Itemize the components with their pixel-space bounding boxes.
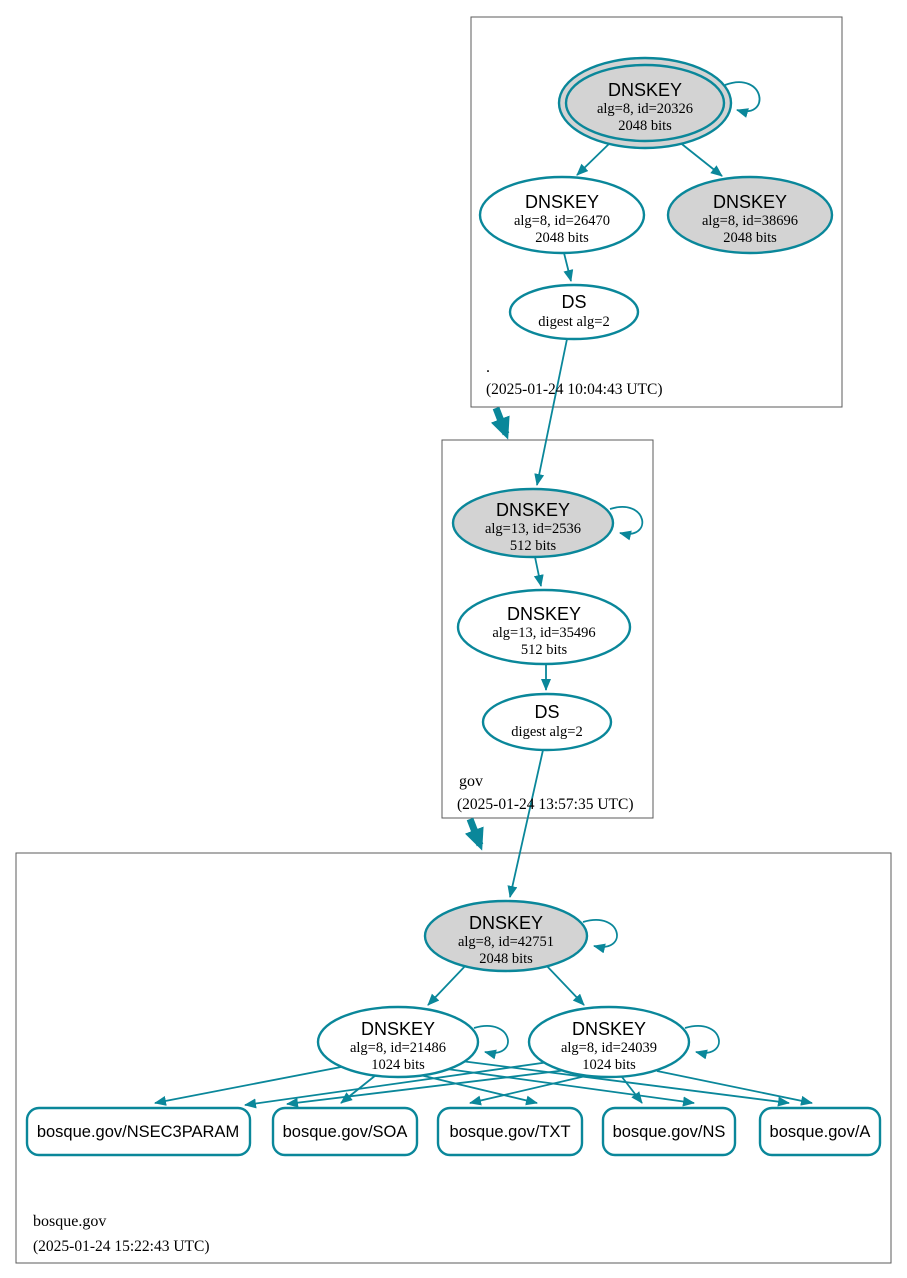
edge-bosque-zsk1-selfloop — [473, 1025, 509, 1060]
rrset-soa-label: bosque.gov/SOA — [283, 1123, 408, 1141]
rrset-nsec3param-label: bosque.gov/NSEC3PARAM — [37, 1123, 239, 1141]
zone-box-bosque-gov — [15, 852, 892, 1264]
zone-label-gov: gov — [459, 773, 483, 790]
dnskey-2536-ellipse — [451, 487, 615, 559]
dnskey-35496-detail: alg=13, id=35496 — [492, 625, 595, 641]
dnskey-24039-title: DNSKEY — [572, 1019, 646, 1039]
dnskey-node-42751[interactable]: DNSKEY alg=8, id=42751 2048 bits — [423, 899, 589, 973]
dnskey-node-20326[interactable]: DNSKEY alg=8, id=20326 2048 bits — [557, 56, 733, 150]
dnskey-38696-ellipse — [666, 175, 834, 255]
ds-gov-ellipse — [481, 692, 613, 752]
dnskey-20326-outer-ellipse — [557, 56, 733, 150]
zone-timestamp-gov: (2025-01-24 13:57:35 UTC) — [457, 796, 634, 813]
dnskey-2536-title: DNSKEY — [496, 500, 570, 520]
ds-root-ellipse — [508, 283, 640, 341]
dnskey-35496-title: DNSKEY — [507, 604, 581, 624]
dnskey-node-26470[interactable]: DNSKEY alg=8, id=26470 2048 bits — [478, 175, 646, 255]
rrset-soa-box — [271, 1106, 419, 1157]
dnskey-26470-ellipse — [478, 175, 646, 255]
rrset-txt-label: bosque.gov/TXT — [449, 1123, 570, 1141]
rrset-node-ns[interactable]: bosque.gov/NS — [601, 1106, 737, 1157]
rrset-a-box — [758, 1106, 882, 1157]
dnskey-21486-title: DNSKEY — [361, 1019, 435, 1039]
edge-delegation-root-to-gov — [490, 406, 510, 440]
edge-root-ds-to-gov-ksk — [534, 338, 568, 486]
edge-root-ksk-selfloop — [724, 81, 761, 118]
rrset-txt-box — [436, 1106, 584, 1157]
dnskey-node-38696[interactable]: DNSKEY alg=8, id=38696 2048 bits — [666, 175, 834, 255]
rrset-node-a[interactable]: bosque.gov/A — [758, 1106, 882, 1157]
edge-root-ksk-to-ksk2 — [677, 140, 723, 177]
dnskey-20326-title: DNSKEY — [608, 80, 682, 100]
dnskey-26470-title: DNSKEY — [525, 192, 599, 212]
dnskey-2536-bits: 512 bits — [510, 538, 557, 554]
edge-bosque-zsk2-selfloop — [684, 1025, 720, 1060]
rrset-nsec3param-box — [25, 1106, 252, 1157]
edge-gov-ksk-selfloop — [609, 506, 644, 541]
zone-label-bosque-gov: bosque.gov — [33, 1213, 106, 1230]
edge-zsk1-to-ns — [446, 1068, 695, 1107]
dnskey-35496-bits: 512 bits — [521, 642, 568, 658]
dnskey-35496-ellipse — [456, 588, 632, 666]
zone-box-root — [470, 16, 843, 408]
edge-zsk2-to-ns — [621, 1076, 643, 1104]
dnskey-2536-detail: alg=13, id=2536 — [485, 521, 581, 537]
dnskey-21486-bits: 1024 bits — [371, 1057, 425, 1073]
dnskey-38696-bits: 2048 bits — [723, 230, 777, 246]
dnskey-20326-bits: 2048 bits — [618, 118, 672, 134]
ds-gov-title: DS — [534, 702, 559, 722]
edge-root-ksk-to-zsk — [576, 140, 613, 176]
dnskey-38696-detail: alg=8, id=38696 — [702, 213, 798, 229]
dnskey-42751-title: DNSKEY — [469, 913, 543, 933]
dnskey-node-2536[interactable]: DNSKEY alg=13, id=2536 512 bits — [451, 487, 615, 559]
rrset-node-nsec3param[interactable]: bosque.gov/NSEC3PARAM — [25, 1106, 252, 1157]
ds-gov-detail: digest alg=2 — [511, 724, 582, 740]
dnskey-21486-detail: alg=8, id=21486 — [350, 1040, 446, 1056]
zone-box-gov — [441, 439, 654, 819]
ds-root-detail: digest alg=2 — [538, 314, 609, 330]
edge-zsk2-to-a — [656, 1070, 813, 1106]
dnskey-42751-ellipse — [423, 899, 589, 973]
rrset-ns-label: bosque.gov/NS — [613, 1123, 726, 1141]
dnskey-21486-ellipse — [316, 1005, 480, 1079]
dnskey-24039-bits: 1024 bits — [582, 1057, 636, 1073]
dnskey-node-35496[interactable]: DNSKEY alg=13, id=35496 512 bits — [456, 588, 632, 666]
dnskey-24039-detail: alg=8, id=24039 — [561, 1040, 657, 1056]
dnskey-38696-title: DNSKEY — [713, 192, 787, 212]
dnskey-20326-inner-ellipse — [564, 63, 726, 143]
zone-timestamp-root: (2025-01-24 10:04:43 UTC) — [486, 381, 663, 398]
edge-gov-ksk-to-zsk — [533, 556, 544, 587]
dnskey-42751-bits: 2048 bits — [479, 951, 533, 967]
rrset-a-label: bosque.gov/A — [770, 1123, 871, 1141]
edge-bosque-ksk-to-zsk2 — [543, 962, 585, 1006]
ds-node-root[interactable]: DS digest alg=2 — [508, 283, 640, 341]
edge-zsk2-to-txt — [469, 1074, 591, 1106]
edge-bosque-ksk-to-zsk1 — [427, 962, 469, 1006]
dnskey-node-24039[interactable]: DNSKEY alg=8, id=24039 1024 bits — [527, 1005, 691, 1079]
edge-root-zsk-to-ds — [563, 252, 574, 282]
edge-delegation-gov-to-bosque — [464, 817, 484, 851]
edge-gov-ds-to-bosque-ksk — [507, 749, 544, 898]
dnskey-26470-detail: alg=8, id=26470 — [514, 213, 610, 229]
dnskey-42751-detail: alg=8, id=42751 — [458, 934, 554, 950]
ds-root-title: DS — [561, 292, 586, 312]
edge-zsk1-to-nsec3param — [154, 1066, 342, 1106]
rrset-node-txt[interactable]: bosque.gov/TXT — [436, 1106, 584, 1157]
dnskey-24039-ellipse — [527, 1005, 691, 1079]
ds-node-gov[interactable]: DS digest alg=2 — [481, 692, 613, 752]
dnskey-26470-bits: 2048 bits — [535, 230, 589, 246]
rrset-ns-box — [601, 1106, 737, 1157]
edge-zsk1-to-txt — [419, 1074, 538, 1106]
dnskey-20326-detail: alg=8, id=20326 — [597, 101, 693, 117]
edge-zsk2-to-soa — [286, 1069, 568, 1108]
dnskey-node-21486[interactable]: DNSKEY alg=8, id=21486 1024 bits — [316, 1005, 480, 1079]
zone-timestamp-bosque-gov: (2025-01-24 15:22:43 UTC) — [33, 1238, 210, 1255]
edge-bosque-ksk-selfloop — [582, 919, 618, 954]
zone-label-root: . — [486, 359, 490, 376]
rrset-node-soa[interactable]: bosque.gov/SOA — [271, 1106, 419, 1157]
